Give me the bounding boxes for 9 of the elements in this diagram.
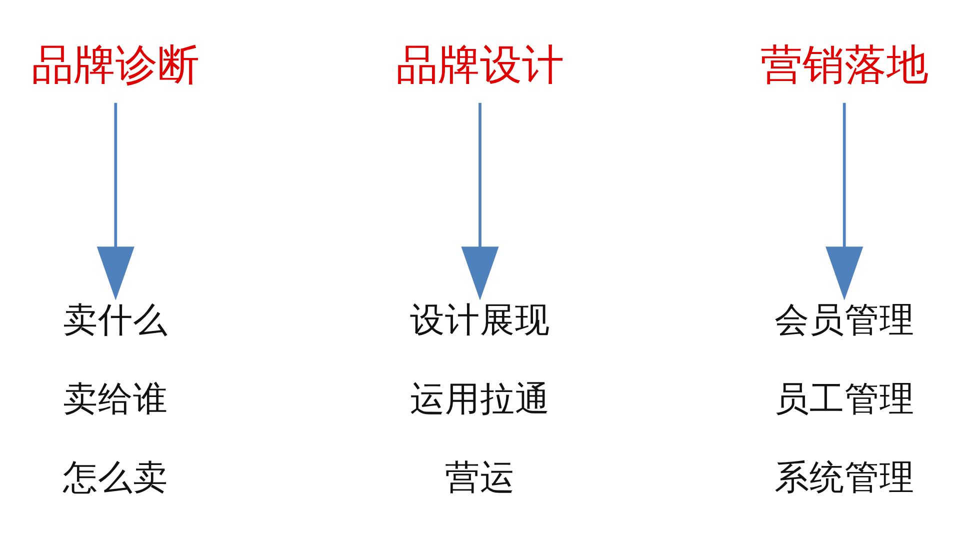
node-text: 会员管理 员工管理 系统管理	[774, 300, 914, 498]
node-text: 营销落地	[760, 39, 928, 88]
node-text: 卖什么 卖给谁 怎么卖	[63, 300, 168, 498]
arrow	[461, 102, 499, 300]
node-text: 设计展现 运用拉通 营运	[410, 300, 550, 498]
node-text: 品牌设计	[396, 39, 564, 88]
arrow	[826, 102, 864, 300]
arrow	[96, 102, 134, 300]
node-text: 品牌诊断	[32, 39, 200, 88]
